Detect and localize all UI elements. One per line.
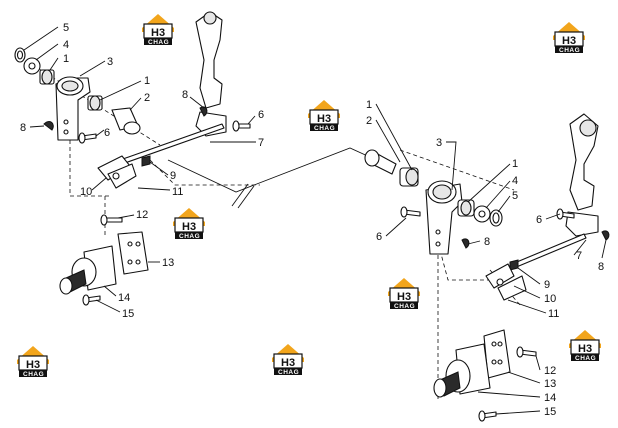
callout-3: 3 [436,137,442,149]
bolt-part-15 [478,410,497,422]
fork-part-10 [485,263,527,301]
callout-8: 8 [484,236,490,248]
svg-text:CHAG: CHAG [179,233,200,240]
logo-watermark: H3 CHAG [552,21,586,54]
callout-9: 9 [170,170,176,182]
fork-part-10 [97,155,137,189]
bracket-part-13 [483,329,511,379]
upper-lever [195,11,227,137]
svg-text:CHAG: CHAG [23,371,44,378]
left-assembly [14,11,260,313]
callout-10: 10 [544,293,556,305]
bolt-part-12 [100,214,123,226]
clip-part-8 [461,238,470,249]
callout-1: 1 [144,75,150,87]
callout-11: 11 [548,308,559,320]
callout-2: 2 [144,92,150,104]
callout-3: 3 [107,56,113,68]
logo-watermark: H3 CHAG [387,277,421,310]
spring-part-9 [509,259,519,271]
shaft-part-7 [511,233,587,269]
svg-text:H3: H3 [397,291,411,303]
svg-text:CHAG: CHAG [575,355,596,362]
bolt-part-6 [400,206,421,218]
svg-text:H3: H3 [151,27,165,39]
callout-1: 1 [366,99,372,111]
bolt-part-15 [82,294,101,306]
callout-2: 2 [366,115,372,127]
callout-13: 13 [544,378,556,390]
callout-1: 1 [63,53,69,65]
svg-text:H3: H3 [578,343,592,355]
svg-text:H3: H3 [281,357,295,369]
circlip-part-5 [489,209,503,227]
callout-11: 11 [172,186,183,198]
svg-text:H3: H3 [26,359,40,371]
callout-6: 6 [376,231,382,243]
bushing-part-1 [399,167,419,187]
clip-part-8 [43,121,54,131]
callout-14: 14 [118,292,130,304]
lever-part-3 [425,180,463,255]
svg-text:CHAG: CHAG [278,369,299,376]
logo-watermark: H3 CHAG [172,207,206,240]
callout-5: 5 [63,22,69,34]
spring-part-9 [141,155,151,167]
callout-4: 4 [512,175,518,187]
circlip-part-5 [14,47,26,63]
pin-part-2 [111,107,141,135]
callout-6: 6 [536,214,542,226]
logo-watermark: H3 CHAG [568,329,602,362]
svg-text:H3: H3 [317,113,331,125]
callout-12: 12 [136,209,148,221]
lever-part-3 [55,76,91,141]
callout-12: 12 [544,365,556,377]
svg-text:CHAG: CHAG [559,47,580,54]
clip-part-8 [199,106,208,117]
logo-watermark: H3 CHAG [271,343,305,376]
callout-6: 6 [104,127,110,139]
svg-text:CHAG: CHAG [148,39,169,46]
clip-part-8 [601,230,610,241]
callout-4: 4 [63,39,69,51]
bolt-part-6 [78,132,97,144]
logo-watermark: H3 CHAG [307,99,341,132]
callout-15: 15 [544,406,556,418]
logo-watermark: H3 CHAG [141,13,175,46]
callout-6: 6 [258,109,264,121]
bushing-part-1 [87,95,103,111]
logo-watermark: H3 CHAG [16,345,50,378]
callout-13: 13 [162,257,174,269]
callout-5: 5 [512,190,518,202]
callout-8: 8 [20,122,26,134]
callout-8: 8 [598,261,604,273]
callout-7: 7 [258,137,264,149]
callout-7: 7 [576,250,582,262]
svg-text:CHAG: CHAG [314,125,335,132]
bolt-part-6 [232,120,251,132]
bushing-part-1 [39,69,55,85]
right-assembly [364,103,610,422]
callout-1: 1 [512,158,518,170]
connection-line [167,147,373,209]
washer-part-4 [23,57,41,75]
detent-part-14 [433,343,491,398]
callout-8: 8 [182,89,188,101]
callout-14: 14 [544,392,556,404]
svg-text:H3: H3 [562,35,576,47]
pin-part-2 [364,149,397,175]
svg-text:CHAG: CHAG [394,303,415,310]
bushing-part-1 [457,199,475,217]
bolt-part-12 [516,346,537,358]
detent-part-14 [59,245,117,295]
svg-text:H3: H3 [182,221,196,233]
callout-10: 10 [80,186,92,198]
bracket-part-13 [117,231,149,275]
callout-9: 9 [544,279,550,291]
washer-part-4 [473,205,491,223]
callout-15: 15 [122,308,134,320]
